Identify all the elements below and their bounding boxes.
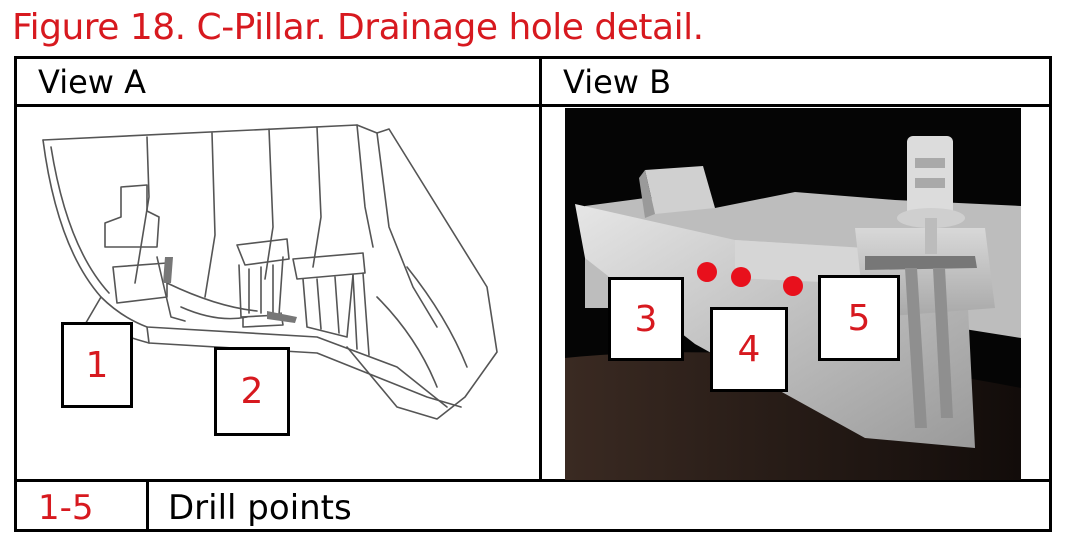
header-divider (14, 104, 1052, 107)
callout-label: 5 (847, 297, 871, 339)
view-b-header: View B (563, 63, 672, 101)
figure-table (14, 56, 1052, 532)
legend-value: Drill points (168, 488, 352, 528)
callout-label: 4 (737, 329, 761, 370)
drill-point-dot (783, 276, 803, 296)
legend-divider (14, 479, 1052, 482)
column-divider (539, 56, 542, 482)
legend-key: 1-5 (38, 488, 94, 528)
legend-column-divider (146, 479, 149, 532)
callout-label: 2 (240, 371, 264, 412)
c-pillar-line-drawing (42, 124, 498, 420)
callout-label: 3 (634, 298, 658, 340)
callout-1: 1 (61, 322, 133, 408)
figure-title: Figure 18. C-Pillar. Drainage hole detai… (12, 7, 704, 48)
callout-3: 3 (608, 277, 684, 361)
drill-point-dot (697, 262, 717, 282)
callout-label: 1 (85, 344, 109, 386)
view-a-drawing (17, 107, 539, 479)
callout-4: 4 (710, 307, 788, 392)
view-a-header: View A (38, 63, 146, 101)
callout-5: 5 (818, 275, 900, 361)
callout-2: 2 (214, 347, 290, 436)
drill-point-dot (731, 267, 751, 287)
